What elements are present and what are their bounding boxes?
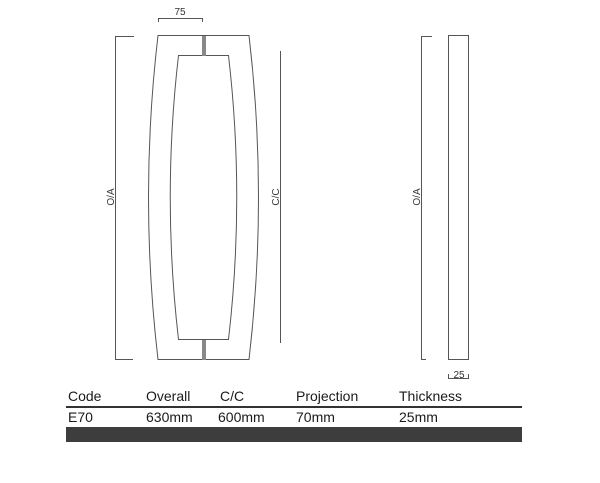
overall-label-side: O/A bbox=[412, 188, 423, 206]
top-mounting-post bbox=[202, 36, 206, 56]
side-view bbox=[421, 35, 469, 379]
header-thickness: Thickness bbox=[399, 388, 463, 404]
header-code: Code bbox=[68, 388, 102, 404]
side-overall-dimension-line bbox=[421, 36, 432, 360]
header-overall: Overall bbox=[146, 388, 191, 404]
table-header-rule bbox=[66, 406, 522, 408]
cell-thickness: 25mm bbox=[399, 409, 438, 425]
cell-projection: 70mm bbox=[296, 409, 335, 425]
table-footer-bar bbox=[66, 427, 522, 442]
cell-overall: 630mm bbox=[146, 409, 193, 425]
overall-label-front: O/A bbox=[106, 188, 117, 206]
bottom-mounting-post bbox=[202, 340, 206, 360]
table-row: E70 630mm 600mm 70mm 25mm bbox=[66, 409, 522, 427]
spec-table: Code Overall C/C Projection Thickness E7… bbox=[66, 388, 522, 427]
header-projection: Projection bbox=[296, 388, 359, 404]
handle-side-profile bbox=[448, 35, 469, 360]
handle-inner-outline bbox=[169, 55, 238, 340]
cell-code: E70 bbox=[68, 409, 93, 425]
overall-dimension-line bbox=[115, 36, 134, 360]
cell-cc: 600mm bbox=[218, 409, 265, 425]
front-view bbox=[115, 18, 281, 360]
spec-table-header: Code Overall C/C Projection Thickness bbox=[66, 388, 522, 406]
width-dimension-line bbox=[158, 18, 203, 22]
centers-label: C/C bbox=[271, 188, 282, 205]
thickness-dimension-line bbox=[448, 374, 469, 379]
header-cc: C/C bbox=[220, 388, 245, 404]
thickness-dimension-label: 25 bbox=[453, 370, 465, 381]
width-dimension-label: 75 bbox=[174, 7, 186, 18]
handle-outer-outline bbox=[148, 35, 259, 360]
